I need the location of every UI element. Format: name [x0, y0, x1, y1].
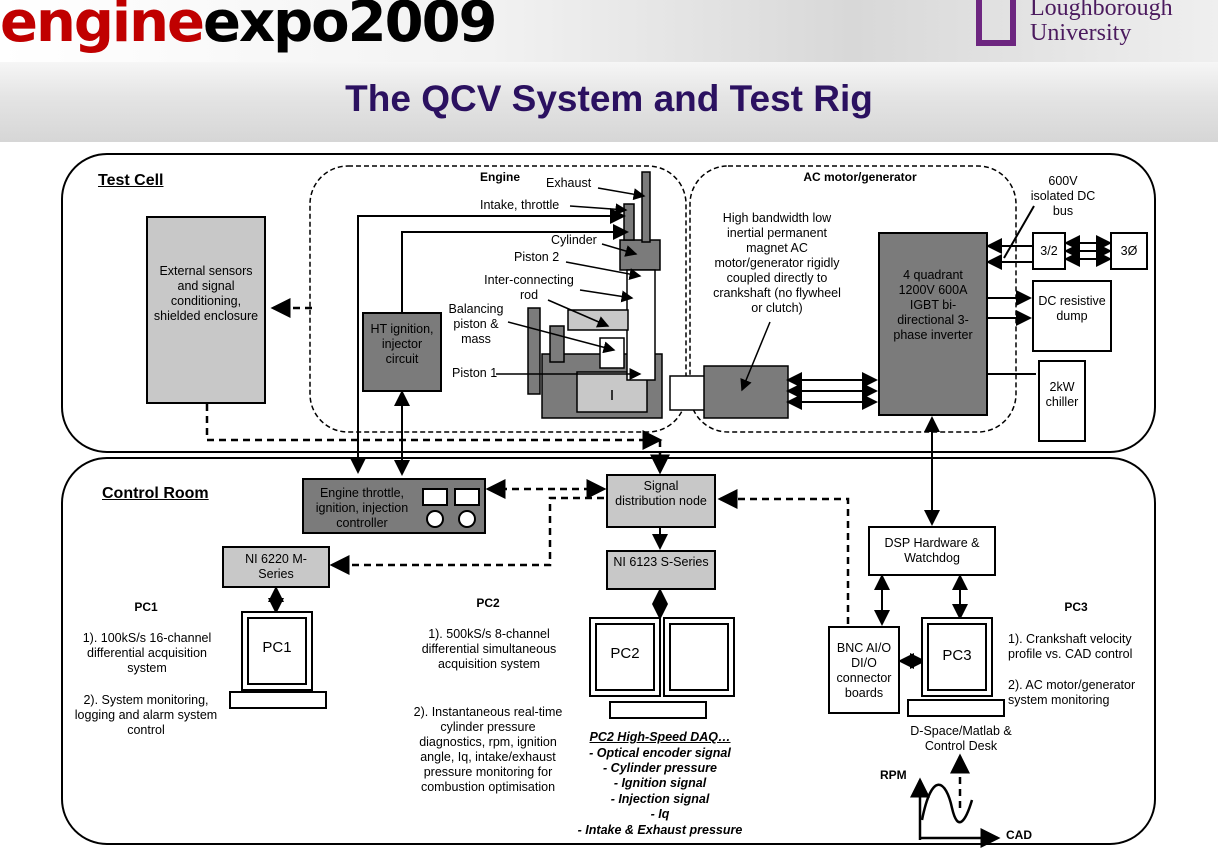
ht-ignition-text: HT ignition, injector circuit: [370, 322, 434, 366]
pc3-title: PC3: [1064, 600, 1088, 614]
title-strip: [0, 62, 1218, 142]
interconnecting-rod-label: Inter-connecting rod: [484, 273, 574, 302]
dsp-text: DSP Hardware & Watchdog: [884, 536, 980, 565]
external-sensors-box: External sensors and signal conditioning…: [146, 216, 266, 404]
loughborough-logo-mark: [976, 0, 1016, 46]
piston1-label: Piston 1: [452, 366, 498, 380]
pc2-daq-item: - Optical encoder signal: [589, 746, 731, 760]
pc2-daq-item: - Intake & Exhaust pressure: [577, 823, 743, 837]
ni6123-text: NI 6123 S-Series: [613, 555, 709, 569]
ratio-text: 3/2: [1040, 244, 1058, 258]
bnc-text: BNC AI/O DI/O connector boards: [836, 641, 892, 700]
dsp-box: DSP Hardware & Watchdog: [868, 526, 996, 576]
pc1-screen-label: PC1: [262, 639, 292, 656]
pc1-title: PC1: [134, 600, 158, 614]
control-room-label: Control Room: [102, 485, 209, 502]
controller-display-2: [454, 488, 480, 506]
exhaust-label: Exhaust: [546, 176, 592, 190]
inverter-box: 4 quadrant 1200V 600A IGBT bi-directiona…: [878, 232, 988, 416]
pc2-screen-label: PC2: [610, 645, 640, 662]
pc2-item1: 1). 500kS/s 8-channel differential simul…: [421, 627, 557, 671]
ac-motor-description: High bandwidth low inertial permanent ma…: [713, 211, 841, 315]
ac-motor-label: AC motor/generator: [803, 170, 917, 184]
pc2-item2: 2). Instantaneous real-time cylinder pre…: [413, 705, 563, 794]
inverter-text: 4 quadrant 1200V 600A IGBT bi-directiona…: [893, 268, 973, 342]
pc2-daq-item: - Injection signal: [610, 792, 710, 806]
chiller-box: 2kW chiller: [1038, 360, 1086, 442]
pc3-item2: 2). AC motor/generator system monitoring: [1008, 678, 1136, 707]
engine-controller-text: Engine throttle, ignition, injection con…: [315, 486, 409, 530]
pc1-item1: 1). 100kS/s 16-channel differential acqu…: [82, 631, 212, 675]
signal-node-text: Signal distribution node: [615, 479, 707, 508]
ni6220-text: NI 6220 M-Series: [245, 552, 307, 581]
ht-ignition-box: HT ignition, injector circuit: [362, 312, 442, 392]
chiller-text: 2kW chiller: [1045, 380, 1079, 409]
controller-knob-2: [458, 510, 476, 528]
controller-display-1: [422, 488, 448, 506]
pc2-title: PC2: [476, 596, 500, 610]
pc2-daq-item: - Iq: [650, 807, 670, 821]
controller-knob-1: [426, 510, 444, 528]
page-title: The QCV System and Test Rig: [345, 78, 873, 119]
piston2-label: Piston 2: [514, 250, 560, 264]
bnc-box: BNC AI/O DI/O connector boards: [828, 626, 900, 714]
intake-label: Intake, throttle: [480, 198, 560, 212]
engine-label: Engine: [479, 170, 520, 184]
pc2-daq-title: PC2 High-Speed DAQ…: [589, 730, 731, 744]
cad-axis-label: CAD: [1006, 828, 1032, 842]
dspace-label: D-Space/Matlab & Control Desk: [910, 724, 1012, 753]
ni6123-box: NI 6123 S-Series: [606, 550, 716, 590]
ratio-box: 3/2: [1032, 232, 1066, 270]
signal-node-box: Signal distribution node: [606, 474, 716, 528]
pc3-item1: 1). Crankshaft velocity profile vs. CAD …: [1008, 632, 1133, 661]
test-cell-label: Test Cell: [98, 172, 164, 189]
pc2-daq-item: - Ignition signal: [613, 776, 707, 790]
engine-expo-logo: engineexpo2009: [0, 0, 498, 55]
three-phase-text: 3Ø: [1120, 244, 1138, 258]
external-sensors-text: External sensors and signal conditioning…: [153, 264, 259, 323]
ni6220-box: NI 6220 M-Series: [222, 546, 330, 588]
dc-bus-label: 600V isolated DC bus: [1030, 174, 1096, 218]
balancing-label: Balancing piston & mass: [448, 302, 504, 346]
pc3-screen-label: PC3: [942, 647, 972, 664]
pc2-daq-item: - Cylinder pressure: [603, 761, 717, 775]
pc1-item2: 2). System monitoring, logging and alarm…: [74, 693, 218, 737]
dc-dump-text: DC resistive dump: [1038, 294, 1106, 323]
dc-dump-box: DC resistive dump: [1032, 280, 1112, 352]
engine-controller-box: Engine throttle, ignition, injection con…: [302, 478, 486, 534]
rpm-axis-label: RPM: [880, 768, 907, 782]
cylinder-label: Cylinder: [551, 233, 597, 247]
three-phase-box: 3Ø: [1110, 232, 1148, 270]
